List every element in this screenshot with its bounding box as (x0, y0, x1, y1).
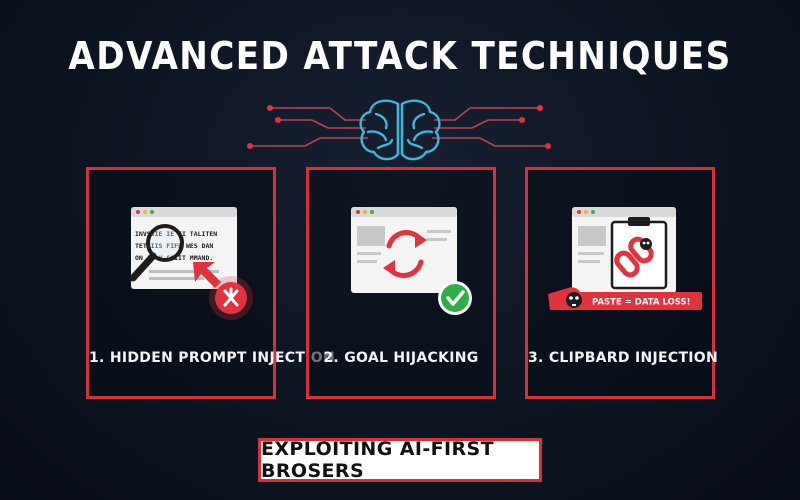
brain-icon (359, 99, 441, 161)
malware-icon (209, 276, 253, 320)
checkmark-icon (438, 281, 472, 315)
magnifier-hidden-text-icon: INVSSIE IE II TALITEN TET IIS FIFE WES D… (129, 207, 253, 320)
skull-icon (640, 238, 652, 250)
footer-banner: EXPLOITING AI-FIRST BROSERS (258, 438, 542, 482)
hand-skull-icon (548, 287, 588, 310)
footer-text: EXPLOITING AI-FIRST BROSERS (261, 438, 494, 482)
refresh-arrows-icon (351, 207, 472, 315)
page-title: ADVANCED ATTACK TECHNIQUES (68, 34, 732, 78)
card-goal-hijacking: 2. GOAL HIJACKING (306, 167, 496, 399)
magnifier-icon (129, 224, 184, 282)
warning-banner-text: PASTE = DATA LOSS! (592, 298, 691, 308)
warning-cursor-icon (193, 262, 221, 288)
card-hidden-prompt-injection: INVSSIE IE II TALITEN TET IIS FIFE WES D… (86, 167, 335, 399)
doc-line-2: TET IIS FIFE WES DAN (135, 242, 213, 250)
warning-banner: PASTE = DATA LOSS! (586, 292, 702, 310)
brain-circuit-graphic (247, 99, 551, 161)
card-label: 3. CLIPBARD INJECTION (528, 350, 719, 366)
clipboard-chain-icon: PASTE = DATA LOSS! (548, 207, 702, 310)
card-label: 1. HIDDEN PROMPT INJECTION (89, 350, 335, 366)
doc-line-1: INVSSIE IE II TALITEN (135, 230, 217, 238)
card-label: 2. GOAL HIJACKING (323, 350, 479, 366)
card-clipboard-injection: PASTE = DATA LOSS! 3. CLIPBARD INJECTION (525, 167, 719, 399)
